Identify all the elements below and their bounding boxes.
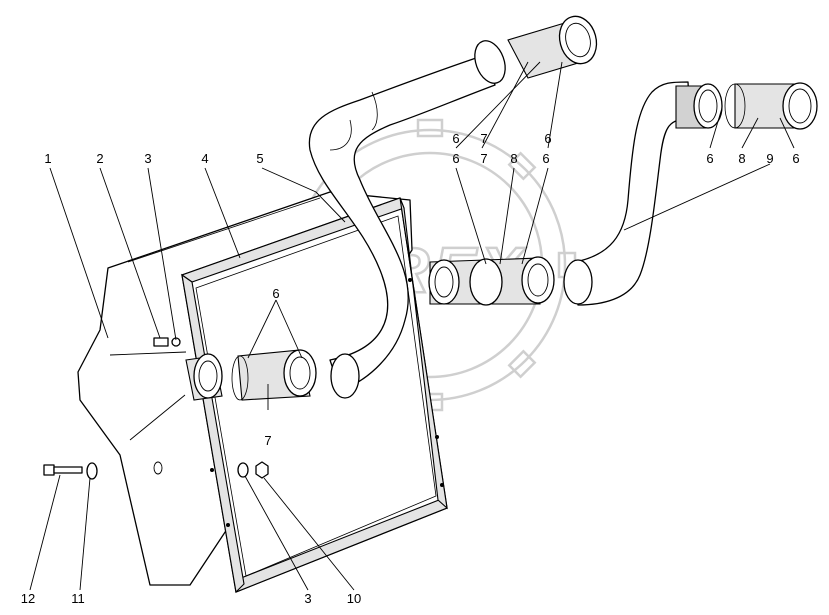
clamp-upper-right xyxy=(675,83,723,129)
callout-8: 8 xyxy=(510,151,517,166)
callout-labels: 1 2 3 4 5 6 7 6 6 7 8 6 6 8 9 6 6 7 12 1… xyxy=(21,131,800,606)
coupling-lower-left xyxy=(231,349,317,401)
part-2-bolt xyxy=(153,337,181,347)
callout-6: 6 xyxy=(452,131,459,146)
callout-3: 3 xyxy=(144,151,151,166)
callout-6: 6 xyxy=(544,131,551,146)
callout-4: 4 xyxy=(201,151,208,166)
coupling-upper-right xyxy=(724,82,818,130)
callout-9: 9 xyxy=(766,151,773,166)
callout-3: 3 xyxy=(304,591,311,606)
coupling-upper-left xyxy=(507,15,598,79)
callout-6: 6 xyxy=(706,151,713,166)
part-12-bolt xyxy=(43,464,83,476)
callout-10: 10 xyxy=(347,591,361,606)
part-3-washer-lower xyxy=(237,462,249,478)
leader-lines xyxy=(29,61,795,591)
callout-6: 6 xyxy=(542,151,549,166)
callout-7: 7 xyxy=(264,433,271,448)
coupling-middle xyxy=(428,256,555,306)
callout-8: 8 xyxy=(738,151,745,166)
part-10-nut xyxy=(255,461,269,479)
part-4-frame xyxy=(180,197,448,594)
radiator-outlet-pipe xyxy=(185,353,223,401)
callout-6: 6 xyxy=(272,286,279,301)
callout-5: 5 xyxy=(256,151,263,166)
callout-2: 2 xyxy=(96,151,103,166)
coupling-lower-hose-end xyxy=(330,353,360,399)
callout-1: 1 xyxy=(44,151,51,166)
callout-7: 7 xyxy=(480,151,487,166)
callout-12: 12 xyxy=(21,591,35,606)
callout-6: 6 xyxy=(792,151,799,166)
callout-7: 7 xyxy=(480,131,487,146)
part-11-washer xyxy=(86,462,98,480)
callout-6: 6 xyxy=(452,151,459,166)
part-9-hose xyxy=(563,81,691,306)
part-5-hose xyxy=(308,40,506,391)
callout-11: 11 xyxy=(71,591,85,606)
